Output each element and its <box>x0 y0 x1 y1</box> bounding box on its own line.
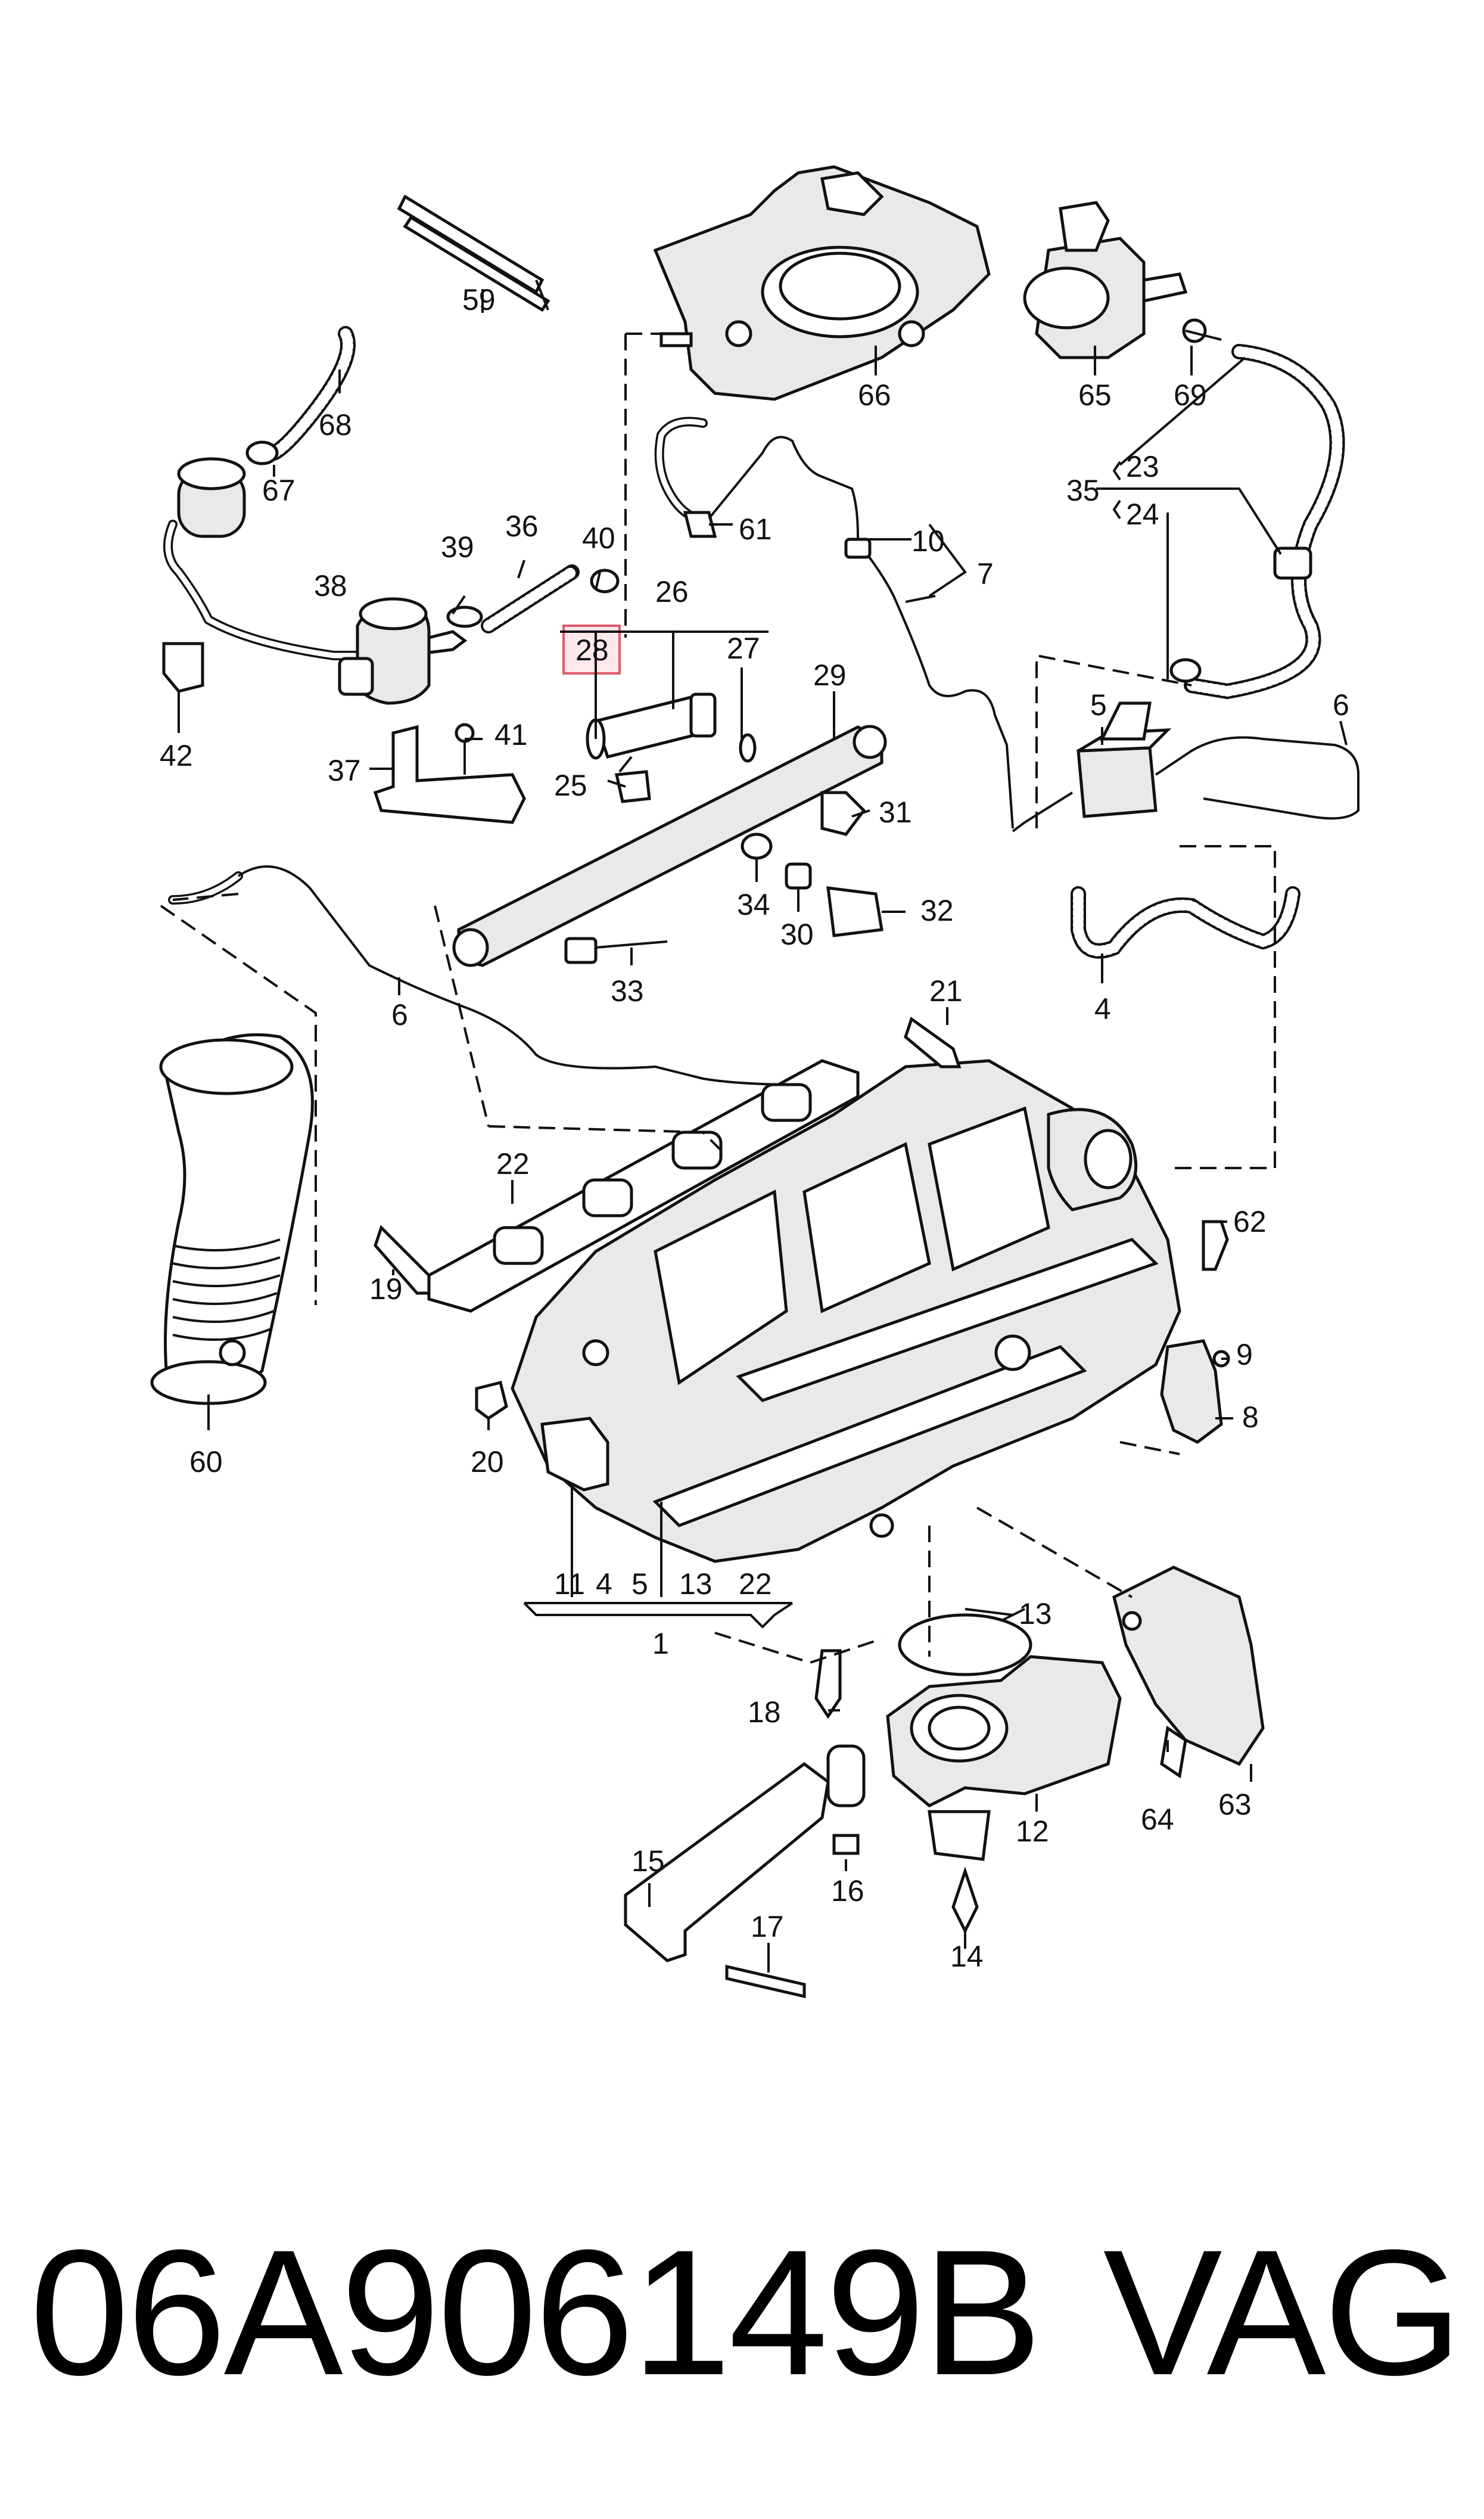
callout-66: 66 <box>858 378 891 412</box>
callout-6b: 6 <box>391 998 408 1032</box>
fuel-rail-29 <box>452 692 887 967</box>
callout-12: 12 <box>1016 1815 1049 1848</box>
dashed-leaders <box>160 333 1276 1664</box>
callout-15: 15 <box>631 1844 665 1878</box>
part-number: 06A906149B <box>30 2212 1042 2412</box>
hose-23-24 <box>1169 344 1345 700</box>
callout-7: 7 <box>977 557 994 591</box>
callout-69: 69 <box>1174 378 1207 412</box>
vent-lines-61-10 <box>654 417 1014 829</box>
intake-manifold-1 <box>511 1059 1181 1563</box>
callout-67: 67 <box>262 474 295 507</box>
throttle-body-12 <box>886 1613 1122 1934</box>
callout-4b: 4 <box>596 1567 612 1601</box>
callout-60: 60 <box>189 1445 223 1479</box>
vacuum-line-left <box>162 326 374 693</box>
callout-1: 1 <box>652 1627 669 1660</box>
callout-39: 39 <box>441 530 474 564</box>
leader-lines <box>178 289 1348 1973</box>
callout-40: 40 <box>582 521 615 555</box>
callout-25: 25 <box>554 769 587 802</box>
callout-labels: 59 68 67 66 65 69 36 39 40 61 10 7 23 35… <box>160 283 1349 1973</box>
sensor-11 <box>475 1380 609 1492</box>
callout-42: 42 <box>160 739 193 772</box>
callout-11: 11 <box>554 1567 585 1601</box>
callout-14: 14 <box>950 1940 984 1973</box>
callout-13b: 13 <box>1019 1597 1052 1630</box>
callout-20: 20 <box>471 1445 504 1479</box>
callout-36: 36 <box>505 510 539 543</box>
callout-68: 68 <box>319 408 352 442</box>
cable-ties-59 <box>397 194 550 312</box>
sensor-8 <box>1160 1339 1230 1444</box>
callout-35: 35 <box>1066 474 1100 507</box>
callout-4: 4 <box>1094 992 1111 1026</box>
gasket-22 <box>427 1059 860 1313</box>
callout-19: 19 <box>369 1272 403 1306</box>
callout-24: 24 <box>1126 498 1159 531</box>
callout-64: 64 <box>1141 1803 1174 1836</box>
bolts-21-19-62 <box>374 1016 1229 1295</box>
highlight-28 <box>562 625 621 675</box>
callout-34: 34 <box>737 888 770 921</box>
callout-27: 27 <box>727 632 760 665</box>
solenoid-valve-5 <box>1012 701 1359 833</box>
callout-10: 10 <box>911 524 945 558</box>
callout-9: 9 <box>1236 1338 1253 1371</box>
callout-37: 37 <box>328 754 361 787</box>
intake-hose-60 <box>150 1033 314 1405</box>
brand-label: VAG <box>1103 2212 1463 2412</box>
callout-65: 65 <box>1078 378 1112 412</box>
callout-41: 41 <box>494 718 528 751</box>
callout-17: 17 <box>751 1910 784 1943</box>
callout-16: 16 <box>831 1874 864 1908</box>
bracket-15 <box>624 1649 866 1999</box>
callout-13a: 13 <box>679 1567 713 1601</box>
callout-8: 8 <box>1242 1400 1259 1434</box>
callout-6a: 6 <box>1333 688 1349 722</box>
callout-61: 61 <box>739 513 772 546</box>
callout-38: 38 <box>314 569 347 602</box>
valve-38-assembly <box>338 597 526 824</box>
callout-31: 31 <box>879 796 912 829</box>
callout-26: 26 <box>655 575 689 608</box>
callout-59: 59 <box>462 283 496 316</box>
callout-62: 62 <box>1233 1205 1267 1238</box>
callout-63: 63 <box>1218 1788 1252 1821</box>
high-pressure-pump-65 <box>1023 201 1222 359</box>
vacuum-pump-66 <box>653 165 991 401</box>
callout-28: 28 <box>575 633 609 667</box>
callout-5: 5 <box>1090 688 1107 722</box>
callout-29: 29 <box>813 659 847 692</box>
callout-18: 18 <box>748 1695 781 1729</box>
callout-5b: 5 <box>631 1567 648 1601</box>
callout-22: 22 <box>496 1147 530 1181</box>
callout-21: 21 <box>929 974 963 1008</box>
callout-32: 32 <box>920 894 954 927</box>
bracket-63 <box>1112 1566 1265 1779</box>
hose-4 <box>1071 886 1301 959</box>
hoses-36-39-40 <box>446 564 620 633</box>
exploded-parts-diagram: 59 68 67 66 65 69 36 39 40 61 10 7 23 35… <box>150 165 1359 1999</box>
callout-33: 33 <box>611 974 644 1008</box>
callout-23: 23 <box>1126 450 1159 483</box>
callout-22b: 22 <box>739 1567 772 1601</box>
callout-30: 30 <box>780 918 814 951</box>
